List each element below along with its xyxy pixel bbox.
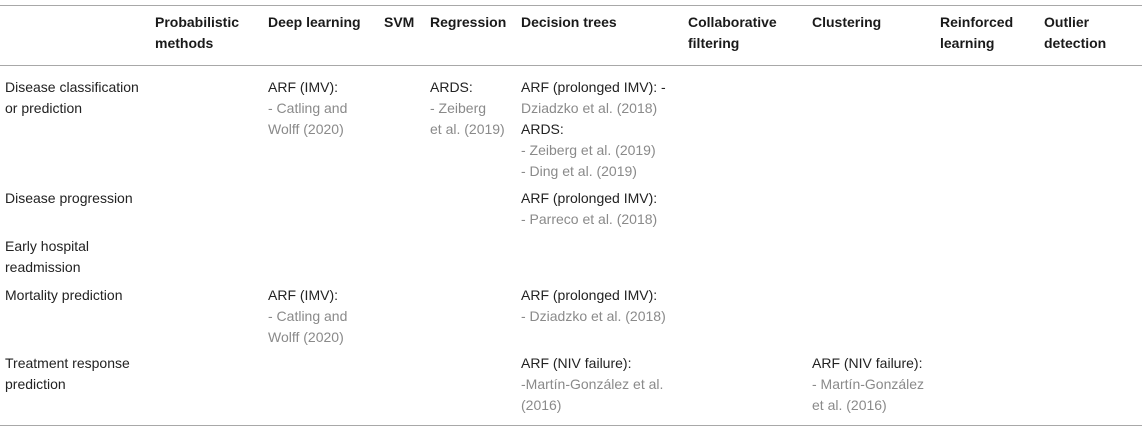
cell-disease-classification-regression: ARDS: - Zeiberg et al. (2019) (430, 79, 505, 137)
table-top-rule (0, 5, 1142, 6)
header-svm: SVM (384, 14, 415, 30)
row-label-mortality-prediction: Mortality prediction (5, 287, 123, 303)
header-probabilistic: Probabilistic methods (155, 14, 240, 51)
header-regression: Regression (430, 14, 507, 30)
header-decision-trees: Decision trees (521, 14, 617, 30)
header-clustering: Clustering (812, 14, 882, 30)
header-collaborative-filtering: Collaborative filtering (688, 14, 777, 51)
header-reinforced-learning: Reinforced learning (940, 14, 1014, 51)
row-label-disease-classification: Disease classification or prediction (5, 79, 139, 116)
cell-mortality-decision-trees: ARF (prolonged IMV): - Dziadzko et al. (… (521, 287, 666, 324)
cell-treatment-response-decision-trees: ARF (NIV failure): -Martín-González et a… (521, 355, 664, 413)
cell-treatment-response-clustering: ARF (NIV failure): - Martín-González et … (812, 355, 925, 413)
cell-disease-classification-deep-learning: ARF (IMV): - Catling and Wolff (2020) (268, 79, 348, 137)
cell-mortality-deep-learning: ARF (IMV): - Catling and Wolff (2020) (268, 287, 348, 345)
row-label-early-hospital-readmission: Early hospital readmission (5, 238, 90, 275)
header-deep-learning: Deep learning (268, 14, 361, 30)
header-outlier-detection: Outlier detection (1044, 14, 1107, 51)
cell-disease-progression-decision-trees: ARF (prolonged IMV): - Parreco et al. (2… (521, 190, 658, 227)
table-bottom-rule (0, 425, 1142, 426)
row-label-disease-progression: Disease progression (5, 190, 133, 206)
header-rule (0, 65, 1142, 66)
cell-disease-classification-decision-trees: ARF (prolonged IMV): - Dziadzko et al. (… (521, 79, 666, 179)
row-label-treatment-response: Treatment response prediction (5, 355, 130, 392)
